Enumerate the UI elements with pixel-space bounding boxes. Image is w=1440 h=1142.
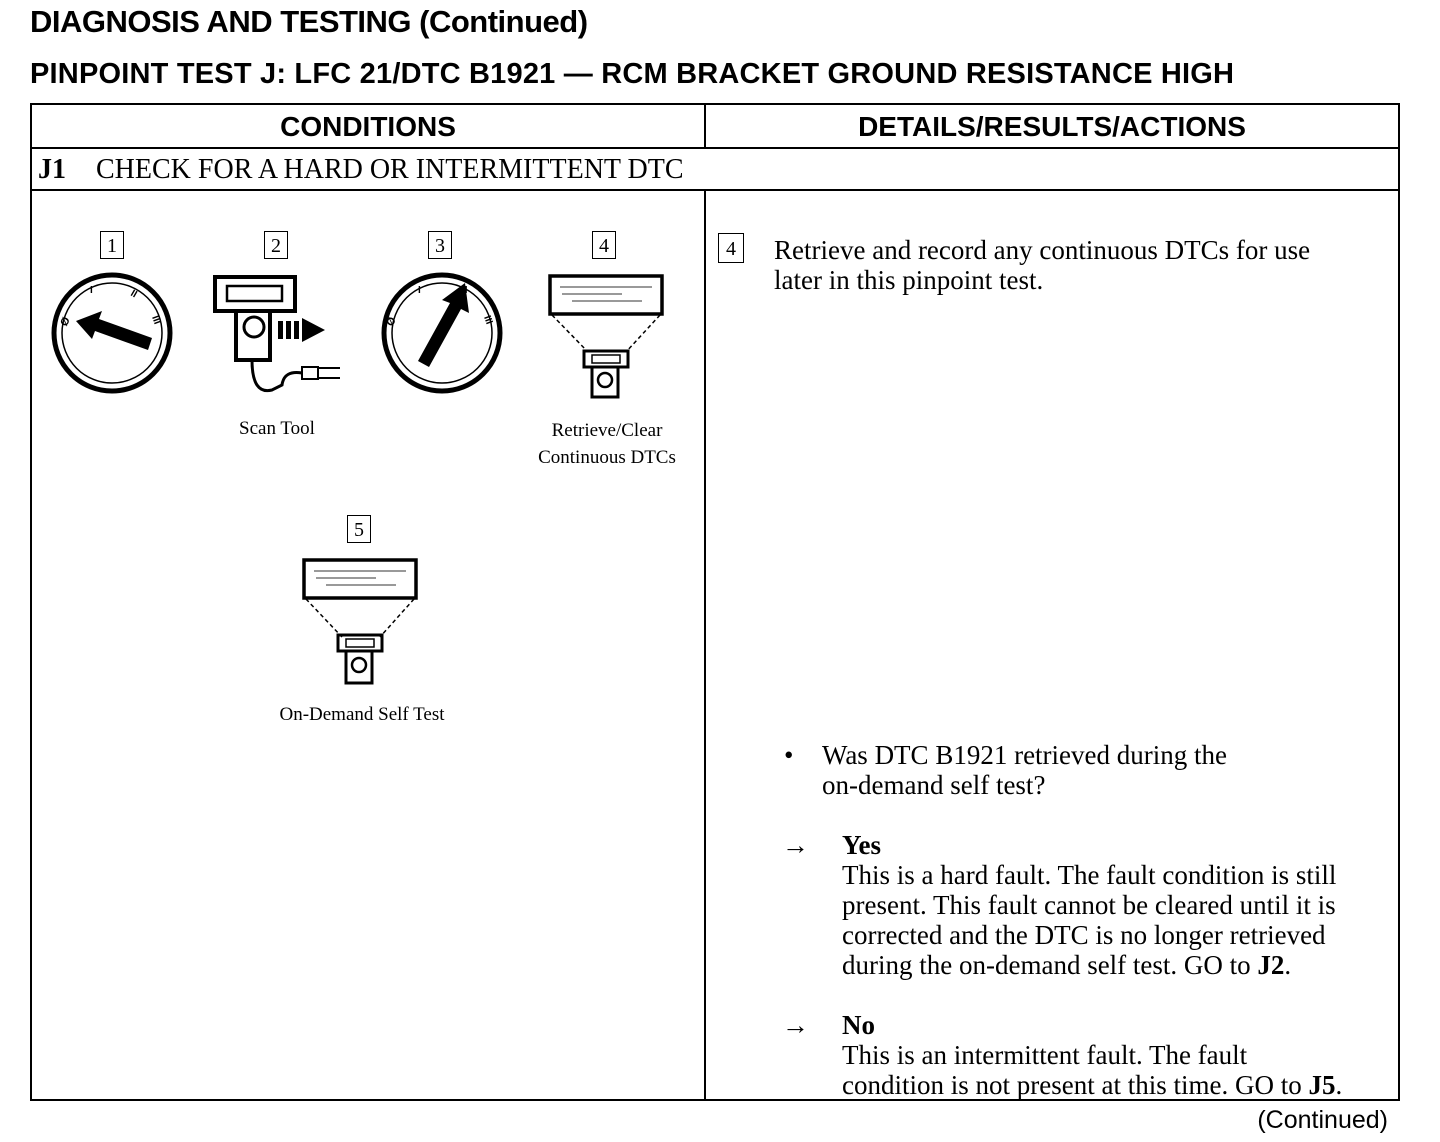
goto-j2-link[interactable]: J2 xyxy=(1257,950,1285,980)
text-segment: . xyxy=(1284,950,1292,980)
text-line: condition is not present at this time. G… xyxy=(842,1070,1342,1100)
svg-text:I: I xyxy=(418,285,421,296)
text-segment: during the on-demand self test. GO to xyxy=(842,950,1258,980)
scan-tool-connect-icon xyxy=(213,275,340,393)
yes-arrow-icon: → xyxy=(782,830,809,860)
caption-retrieve-clear: Retrieve/Clear Continuous DTCs xyxy=(512,417,702,471)
question-text: Was DTC B1921 retrieved during the on-de… xyxy=(822,740,1227,800)
continued-label: (Continued) xyxy=(1257,1106,1388,1134)
illustration-number-4: 4 xyxy=(592,231,616,259)
text-line: Retrieve and record any continuous DTCs … xyxy=(774,235,1311,265)
conditions-column-header: CONDITIONS xyxy=(280,111,456,142)
svg-text:III: III xyxy=(481,314,494,326)
yes-result: Yes This is a hard fault. The fault cond… xyxy=(842,830,1336,980)
text-line: This is an intermittent fault. The fault xyxy=(842,1040,1248,1070)
page-title: DIAGNOSIS AND TESTING (Continued) xyxy=(30,4,588,39)
step-divider xyxy=(32,189,1398,191)
header-divider xyxy=(32,147,1398,149)
text-line: This is a hard fault. The fault conditio… xyxy=(842,860,1337,890)
step-row: J1 CHECK FOR A HARD OR INTERMITTENT DTC xyxy=(38,151,684,189)
pinpoint-test-title: PINPOINT TEST J: LFC 21/DTC B1921 — RCM … xyxy=(30,58,1235,90)
question-bullet: • xyxy=(784,740,794,770)
goto-j5-link[interactable]: J5 xyxy=(1308,1070,1336,1100)
text-line: during the on-demand self test. GO to J2… xyxy=(842,950,1336,980)
conditions-illustrations: Ø I II III Ø I II III xyxy=(51,272,664,685)
scan-tool-display-icon xyxy=(548,274,664,399)
details-step-number: 4 xyxy=(718,233,744,263)
pinpoint-test-table: CONDITIONS DETAILS/RESULTS/ACTIONS J1 CHE… xyxy=(30,103,1400,1101)
illustration-number-2: 2 xyxy=(264,231,288,259)
column-divider-header xyxy=(704,105,706,147)
text-line: corrected and the DTC is no longer retri… xyxy=(842,920,1326,950)
text-segment: . xyxy=(1335,1070,1343,1100)
caption-line: Retrieve/Clear xyxy=(551,420,663,441)
step-title: CHECK FOR A HARD OR INTERMITTENT DTC xyxy=(96,154,684,185)
scan-tool-display-icon xyxy=(302,558,418,685)
caption-scan-tool: Scan Tool xyxy=(239,418,315,439)
details-instruction: Retrieve and record any continuous DTCs … xyxy=(774,235,1310,295)
caption-line: Continuous DTCs xyxy=(538,447,676,468)
svg-text:Ø: Ø xyxy=(58,315,73,329)
illustration-number-5: 5 xyxy=(347,515,371,543)
illustration-number-1: 1 xyxy=(100,231,124,259)
text-segment: condition is not present at this time. G… xyxy=(842,1070,1309,1100)
ignition-on-icon: Ø I II III xyxy=(381,272,503,394)
no-label: No xyxy=(842,1010,875,1040)
text-line: Was DTC B1921 retrieved during the xyxy=(822,740,1227,770)
text-line: later in this pinpoint test. xyxy=(774,265,1044,295)
column-divider-body xyxy=(704,189,706,1099)
svg-text:I: I xyxy=(90,285,93,296)
caption-on-demand-self-test: On-Demand Self Test xyxy=(279,704,445,725)
svg-text:III: III xyxy=(149,314,162,326)
ignition-off-icon: Ø I II III xyxy=(51,272,173,394)
details-column-header: DETAILS/RESULTS/ACTIONS xyxy=(858,111,1246,142)
no-result: No This is an intermittent fault. The fa… xyxy=(842,1010,1342,1100)
text-line: on-demand self test? xyxy=(822,770,1046,800)
text-line: present. This fault cannot be cleared un… xyxy=(842,890,1336,920)
yes-label: Yes xyxy=(842,830,881,860)
step-id: J1 xyxy=(38,154,66,185)
illustration-number-3: 3 xyxy=(428,231,452,259)
svg-text:II: II xyxy=(129,288,140,300)
no-arrow-icon: → xyxy=(782,1010,809,1040)
